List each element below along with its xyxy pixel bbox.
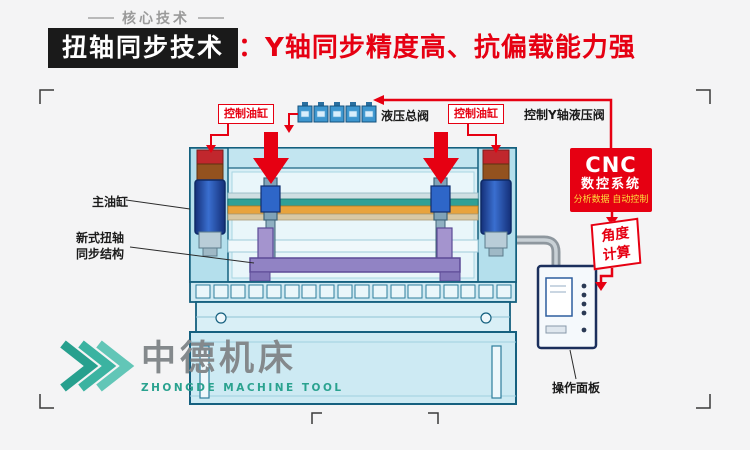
tagline-dash-right <box>198 17 224 19</box>
pendant-arm-pipe <box>517 235 561 268</box>
table-beam <box>195 301 511 333</box>
corner-marks <box>39 89 711 424</box>
label-torsion-structure-line2: 同步结构 <box>76 247 125 261</box>
header-title-row: 扭轴同步技术 ：Y轴同步精度高、抗偏载能力强 <box>48 28 636 68</box>
label-main-cylinder: 主油缸 <box>92 195 129 209</box>
label-torsion-structure: 新式扭轴 同步结构 <box>76 230 124 262</box>
control-cylinder-left-part <box>196 149 224 183</box>
cnc-name: CNC <box>585 153 637 177</box>
logo-name: 中德机床 <box>141 339 298 379</box>
machine-body <box>189 147 517 405</box>
cnc-system-label: 数控系统 <box>580 177 641 192</box>
brand-logo: 中德机床 ZHONGDE MACHINE TOOL <box>55 338 344 394</box>
page-title: 扭轴同步技术 <box>48 28 239 68</box>
label-operation-panel: 操作面板 <box>552 381 601 395</box>
cnc-description: 分析数据 自动控制 <box>573 195 649 205</box>
label-torsion-structure-line1: 新式扭轴 <box>76 231 125 245</box>
tagline: 核心技术 <box>88 8 224 28</box>
die-clamp-row <box>189 281 517 303</box>
label-hydraulic-main-valve: 液压总阀 <box>381 109 430 123</box>
angle-calculation-box: 角度 计算 <box>590 217 642 271</box>
main-cylinder-left-part <box>194 179 226 257</box>
page-subtitle: ：Y轴同步精度高、抗偏载能力强 <box>238 33 636 63</box>
machine-base <box>189 331 517 405</box>
main-cylinder-right-part <box>480 179 512 257</box>
label-control-cylinder-left: 控制油缸 <box>218 104 274 124</box>
label-control-y-valve: 控制Y轴液压阀 <box>524 108 605 122</box>
tagline-text: 核心技术 <box>122 11 190 27</box>
torsion-sync-structure <box>249 227 461 282</box>
flow-arrows <box>206 95 618 291</box>
leader-lines <box>125 199 577 380</box>
logo-subtitle: ZHONGDE MACHINE TOOL <box>141 382 344 394</box>
cnc-system-box: CNC 数控系统 分析数据 自动控制 <box>570 148 652 212</box>
hydraulic-valve-icon <box>297 102 377 123</box>
label-control-cylinder-right: 控制油缸 <box>448 104 504 124</box>
tagline-dash-left <box>88 17 114 19</box>
big-down-arrow-left <box>253 132 289 184</box>
logo-text-block: 中德机床 ZHONGDE MACHINE TOOL <box>141 338 344 394</box>
logo-chevron-icon <box>60 340 135 392</box>
torsion-shaft <box>227 192 479 221</box>
control-cylinder-right-part <box>482 149 510 183</box>
big-down-arrow-right <box>423 132 459 184</box>
operation-panel-device <box>536 264 598 350</box>
